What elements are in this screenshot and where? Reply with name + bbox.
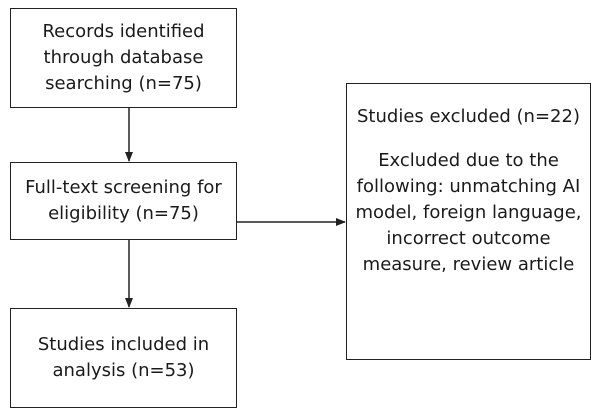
full-text-screening-text: Full-text screening for eligibility (n=7…: [25, 176, 222, 224]
studies-excluded-box: Studies excluded (n=22) Excluded due to …: [346, 83, 591, 360]
exclusion-reasons-text: Excluded due to the following: unmatchin…: [355, 150, 582, 276]
records-identified-text: Records identified through database sear…: [42, 20, 205, 95]
studies-excluded-title: Studies excluded (n=22): [357, 106, 580, 127]
records-identified-box: Records identified through database sear…: [10, 8, 237, 108]
studies-included-text: Studies included in analysis (n=53): [37, 333, 210, 381]
full-text-screening-box: Full-text screening for eligibility (n=7…: [10, 162, 237, 240]
studies-included-box: Studies included in analysis (n=53): [10, 308, 237, 408]
